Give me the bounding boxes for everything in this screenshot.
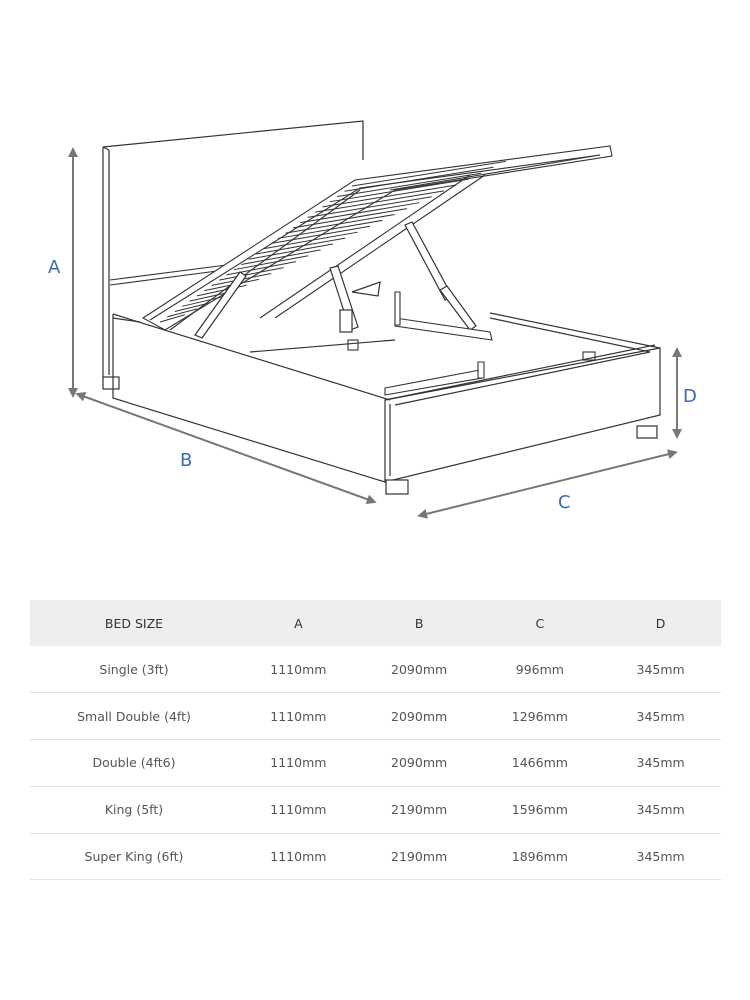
table-row: Small Double (4ft) 1110mm 2090mm 1296mm … <box>30 693 721 740</box>
dimension-label-a: A <box>48 257 61 278</box>
cell-b: 2190mm <box>391 802 448 818</box>
cell-d: 345mm <box>636 755 685 771</box>
lid-slat <box>270 225 371 245</box>
lid-slat <box>314 190 445 213</box>
lifted-slat-lid <box>141 145 613 331</box>
cell-d: 345mm <box>636 802 685 818</box>
column-header-bed-size: BED SIZE <box>104 615 164 631</box>
lid-slat <box>322 184 457 208</box>
dimension-label-b: B <box>180 450 193 471</box>
cell-bed-size: Single (3ft) <box>99 661 169 677</box>
table-row: Double (4ft6) 1110mm 2090mm 1466mm 345mm <box>30 740 721 787</box>
cell-b: 2090mm <box>391 708 448 724</box>
cell-a: 1110mm <box>270 755 327 771</box>
cell-c: 1296mm <box>511 708 568 724</box>
cell-d: 345mm <box>636 708 685 724</box>
lid-slat <box>337 172 482 197</box>
cell-bed-size: Super King (6ft) <box>84 849 184 865</box>
cell-c: 996mm <box>515 661 564 677</box>
cell-b: 2090mm <box>391 661 448 677</box>
cell-b: 2190mm <box>391 849 448 865</box>
lid-slat <box>285 213 395 234</box>
lid-slat <box>174 302 210 313</box>
column-header-a: A <box>294 615 303 631</box>
cell-c: 1596mm <box>511 802 568 818</box>
lid-slat <box>167 308 198 318</box>
lid-slat <box>329 178 469 203</box>
storage-base <box>112 312 661 483</box>
cell-c: 1466mm <box>511 755 568 771</box>
cell-bed-size: Double (4ft6) <box>92 755 176 771</box>
table-body: Single (3ft) 1110mm 2090mm 996mm 345mm S… <box>30 646 721 880</box>
ottoman-bed-drawing <box>68 120 682 519</box>
column-header-c: C <box>535 615 545 631</box>
column-header-d: D <box>655 615 666 631</box>
lid-slat <box>263 231 358 250</box>
dimension-line-c <box>417 449 678 519</box>
gas-struts <box>194 221 477 339</box>
cell-d: 345mm <box>636 661 685 677</box>
lid-slat <box>218 267 284 281</box>
lid-slat <box>351 160 506 187</box>
cell-c: 1896mm <box>511 849 568 865</box>
lid-slat <box>241 249 321 265</box>
dimensions-table: BED SIZE A B C D Single (3ft) 1110mm 209… <box>30 600 721 880</box>
base-leg-front <box>385 479 409 495</box>
table-row: Super King (6ft) 1110mm 2190mm 1896mm 34… <box>30 833 721 880</box>
lid-slat <box>233 255 309 271</box>
cell-a: 1110mm <box>270 802 327 818</box>
lid-slat <box>255 237 346 255</box>
lid-slat <box>292 208 408 229</box>
headboard <box>102 120 364 382</box>
dimension-line-b <box>75 392 377 504</box>
lid-slat <box>344 166 494 192</box>
cell-bed-size: King (5ft) <box>104 802 164 818</box>
table-header: BED SIZE A B C D <box>30 600 721 646</box>
table-row: Single (3ft) 1110mm 2090mm 996mm 345mm <box>30 646 721 693</box>
headboard-leg-left <box>102 376 120 390</box>
cell-d: 345mm <box>636 849 685 865</box>
lid-slat <box>248 243 334 260</box>
cell-a: 1110mm <box>270 708 327 724</box>
base-leg-right <box>636 425 658 439</box>
cell-bed-size: Small Double (4ft) <box>77 708 191 724</box>
table-row: King (5ft) 1110mm 2190mm 1596mm 345mm <box>30 786 721 834</box>
cell-a: 1110mm <box>270 849 327 865</box>
dimension-label-c: C <box>558 492 571 513</box>
bed-dimension-diagram: A B C D <box>48 120 697 519</box>
column-header-b: B <box>414 615 424 631</box>
dimension-label-d: D <box>683 386 697 407</box>
lid-slat <box>182 296 222 307</box>
lid-slat <box>278 219 383 239</box>
table-header-row: BED SIZE A B C D <box>30 600 721 646</box>
lid-slat <box>226 261 296 276</box>
cell-b: 2090mm <box>391 755 448 771</box>
storage-brackets <box>347 291 596 396</box>
dimensions-table-container: BED SIZE A B C D Single (3ft) 1110mm 209… <box>30 600 721 880</box>
cell-a: 1110mm <box>270 661 327 677</box>
lid-slat <box>159 314 185 323</box>
